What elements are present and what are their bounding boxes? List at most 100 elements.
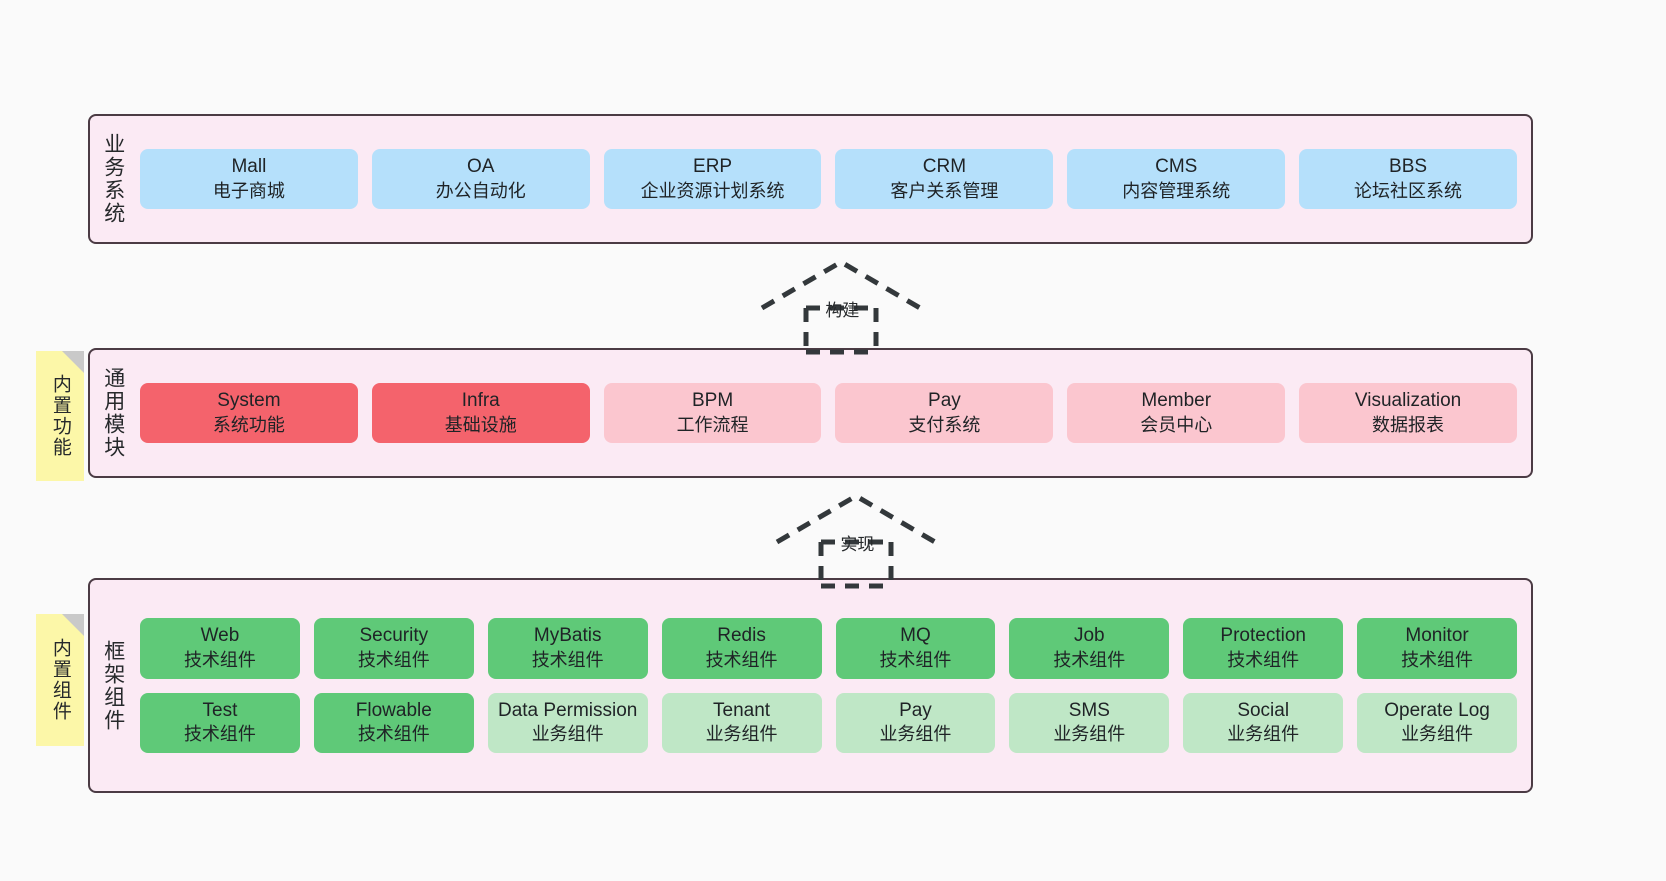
card-title: Pay [899, 699, 932, 721]
card-subtitle: 技术组件 [1401, 650, 1474, 671]
sticky-note-builtin-components: 内置组件 [36, 614, 84, 746]
card-subtitle: 支付系统 [908, 414, 981, 435]
card-title: Infra [461, 389, 500, 411]
layer-body-business-systems: Mall 电子商城 OA 办公自动化 ERP 企业资源计划系统 CRM 客户关系… [136, 116, 1531, 242]
card-title: MyBatis [533, 625, 602, 647]
card-title: Redis [717, 625, 766, 647]
card-subtitle: 业务组件 [1053, 724, 1126, 745]
card-title: Monitor [1405, 625, 1469, 647]
card-subtitle: 办公自动化 [435, 180, 526, 201]
card-infra[interactable]: Infra 基础设施 [371, 382, 590, 444]
card-title: SMS [1068, 699, 1110, 721]
card-title: CRM [922, 155, 967, 177]
card-visualization[interactable]: Visualization 数据报表 [1299, 382, 1517, 444]
card-web[interactable]: Web 技术组件 [140, 618, 300, 679]
card-subtitle: 论坛社区系统 [1354, 180, 1463, 201]
card-subtitle: 电子商城 [212, 180, 285, 201]
connector-label-implement: 实现 [840, 535, 875, 554]
card-oa[interactable]: OA 办公自动化 [371, 148, 590, 210]
card-title: System [217, 389, 281, 411]
card-mybatis[interactable]: MyBatis 技术组件 [487, 618, 648, 679]
framework-row-business: Test 技术组件 Flowable 技术组件 Data Permission … [140, 692, 1517, 753]
card-subtitle: 技术组件 [183, 724, 256, 745]
layer-common-modules: 通用模块 System 系统功能 Infra 基础设施 BPM 工作流程 Pay… [88, 348, 1533, 478]
card-pay-module[interactable]: Pay 支付系统 [835, 382, 1054, 444]
sticky-note-builtin-functions: 内置功能 [36, 351, 84, 481]
card-title: MQ [900, 625, 931, 647]
framework-row-technical: Web 技术组件 Security 技术组件 MyBatis 技术组件 Redi… [140, 618, 1517, 679]
card-mq[interactable]: MQ 技术组件 [835, 618, 996, 679]
card-title: Operate Log [1384, 699, 1490, 721]
card-subtitle: 企业资源计划系统 [640, 180, 785, 201]
card-subtitle: 客户关系管理 [890, 180, 999, 201]
connector-label-build: 构建 [825, 301, 860, 320]
layer-label-common-modules: 通用模块 [101, 367, 125, 459]
card-member[interactable]: Member 会员中心 [1067, 382, 1286, 444]
card-title: Social [1237, 699, 1290, 721]
card-data-permission[interactable]: Data Permission 业务组件 [487, 692, 648, 753]
card-social[interactable]: Social 业务组件 [1183, 692, 1344, 753]
connector-arrowhead-implement [775, 493, 937, 545]
card-subtitle: 系统功能 [212, 414, 285, 435]
card-protection[interactable]: Protection 技术组件 [1183, 618, 1344, 679]
card-subtitle: 基础设施 [444, 414, 517, 435]
card-security[interactable]: Security 技术组件 [313, 618, 474, 679]
card-subtitle: 业务组件 [879, 724, 952, 745]
card-title: CMS [1155, 155, 1198, 177]
card-subtitle: 业务组件 [1227, 724, 1300, 745]
card-crm[interactable]: CRM 客户关系管理 [835, 148, 1054, 210]
card-title: Test [202, 699, 238, 721]
connector-build: 构建 [756, 256, 926, 355]
card-cms[interactable]: CMS 内容管理系统 [1067, 148, 1286, 210]
connector-implement: 实现 [771, 490, 941, 589]
card-title: Member [1141, 389, 1212, 411]
card-title: Job [1073, 625, 1105, 647]
card-title: BPM [691, 389, 734, 411]
card-system[interactable]: System 系统功能 [140, 382, 358, 444]
card-title: Data Permission [497, 699, 638, 721]
card-subtitle: 内容管理系统 [1122, 180, 1231, 201]
card-job[interactable]: Job 技术组件 [1009, 618, 1170, 679]
card-sms[interactable]: SMS 业务组件 [1009, 692, 1170, 753]
card-bbs[interactable]: BBS 论坛社区系统 [1299, 148, 1517, 210]
card-bpm[interactable]: BPM 工作流程 [603, 382, 822, 444]
card-title: Visualization [1354, 389, 1462, 411]
card-subtitle: 技术组件 [357, 724, 430, 745]
card-subtitle: 数据报表 [1372, 414, 1445, 435]
card-title: Security [359, 625, 429, 647]
card-title: BBS [1389, 155, 1428, 177]
card-mall[interactable]: Mall 电子商城 [140, 148, 358, 210]
card-operate-log[interactable]: Operate Log 业务组件 [1357, 692, 1517, 753]
card-subtitle: 技术组件 [531, 650, 604, 671]
card-title: Flowable [355, 699, 432, 721]
card-subtitle: 业务组件 [1401, 724, 1474, 745]
card-title: Tenant [713, 699, 771, 721]
card-subtitle: 技术组件 [1053, 650, 1126, 671]
card-flowable[interactable]: Flowable 技术组件 [313, 692, 474, 753]
card-subtitle: 技术组件 [357, 650, 430, 671]
card-title: Pay [928, 389, 961, 411]
card-title: ERP [693, 155, 733, 177]
card-title: Mall [231, 155, 267, 177]
card-title: Web [200, 625, 240, 647]
layer-label-business-systems: 业务系统 [101, 133, 125, 225]
card-pay-component[interactable]: Pay 业务组件 [835, 692, 996, 753]
card-title: Protection [1220, 625, 1306, 647]
card-subtitle: 会员中心 [1140, 414, 1213, 435]
card-test[interactable]: Test 技术组件 [140, 692, 300, 753]
layer-body-framework-components: Web 技术组件 Security 技术组件 MyBatis 技术组件 Redi… [136, 580, 1531, 791]
layer-business-systems: 业务系统 Mall 电子商城 OA 办公自动化 ERP 企业资源计划系统 CRM… [88, 114, 1533, 244]
card-subtitle: 技术组件 [183, 650, 256, 671]
card-subtitle: 技术组件 [879, 650, 952, 671]
card-redis[interactable]: Redis 技术组件 [661, 618, 822, 679]
card-subtitle: 技术组件 [1227, 650, 1300, 671]
card-erp[interactable]: ERP 企业资源计划系统 [603, 148, 822, 210]
card-subtitle: 工作流程 [676, 414, 749, 435]
card-tenant[interactable]: Tenant 业务组件 [661, 692, 822, 753]
card-subtitle: 技术组件 [705, 650, 778, 671]
card-subtitle: 业务组件 [531, 724, 604, 745]
connector-arrowhead-build [760, 259, 922, 311]
card-monitor[interactable]: Monitor 技术组件 [1357, 618, 1517, 679]
card-title: OA [467, 155, 495, 177]
